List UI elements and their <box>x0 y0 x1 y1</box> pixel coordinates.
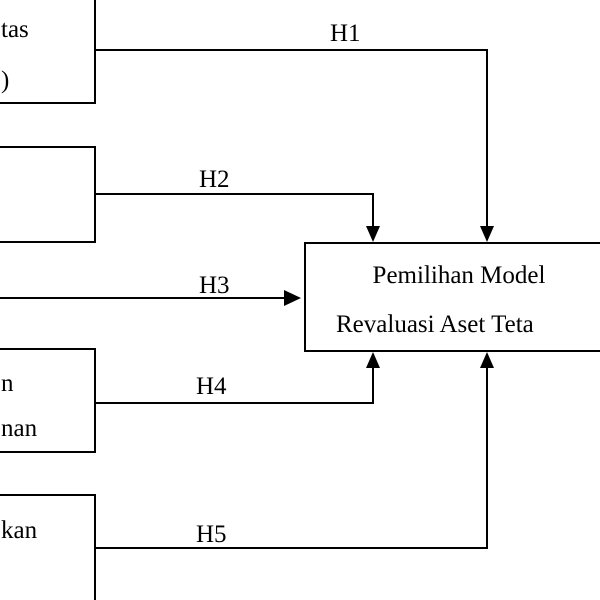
h5-connector <box>95 366 488 549</box>
variable-box-4-label-line2: nan <box>1 415 38 442</box>
variable-box-1-label-line1: tas <box>1 16 29 43</box>
h4-arrowhead <box>366 352 380 368</box>
h5-arrowhead <box>480 352 494 368</box>
h3-label: H3 <box>199 272 230 299</box>
h4-label: H4 <box>196 373 227 400</box>
h4-connector <box>95 366 374 404</box>
target-box <box>304 242 600 352</box>
variable-box-2 <box>0 146 96 243</box>
variable-box-5-label: kan <box>1 517 38 544</box>
h5-label: H5 <box>196 521 227 548</box>
h2-arrowhead <box>366 226 380 242</box>
variable-box-4-label-line1: n <box>1 370 14 397</box>
h1-connector <box>95 49 488 228</box>
h2-label: H2 <box>199 166 230 193</box>
variable-box-1 <box>0 0 96 104</box>
variable-box-5 <box>0 494 96 600</box>
h1-arrowhead <box>480 226 494 242</box>
h1-label: H1 <box>330 20 361 47</box>
h2-connector <box>95 193 374 228</box>
target-box-label-line1: Pemilihan Model <box>373 262 546 289</box>
target-box-label-line2: Revaluasi Aset Teta <box>336 311 534 338</box>
h3-arrowhead <box>284 290 301 306</box>
variable-box-4 <box>0 348 96 453</box>
variable-box-1-label-line2: ) <box>1 67 9 94</box>
